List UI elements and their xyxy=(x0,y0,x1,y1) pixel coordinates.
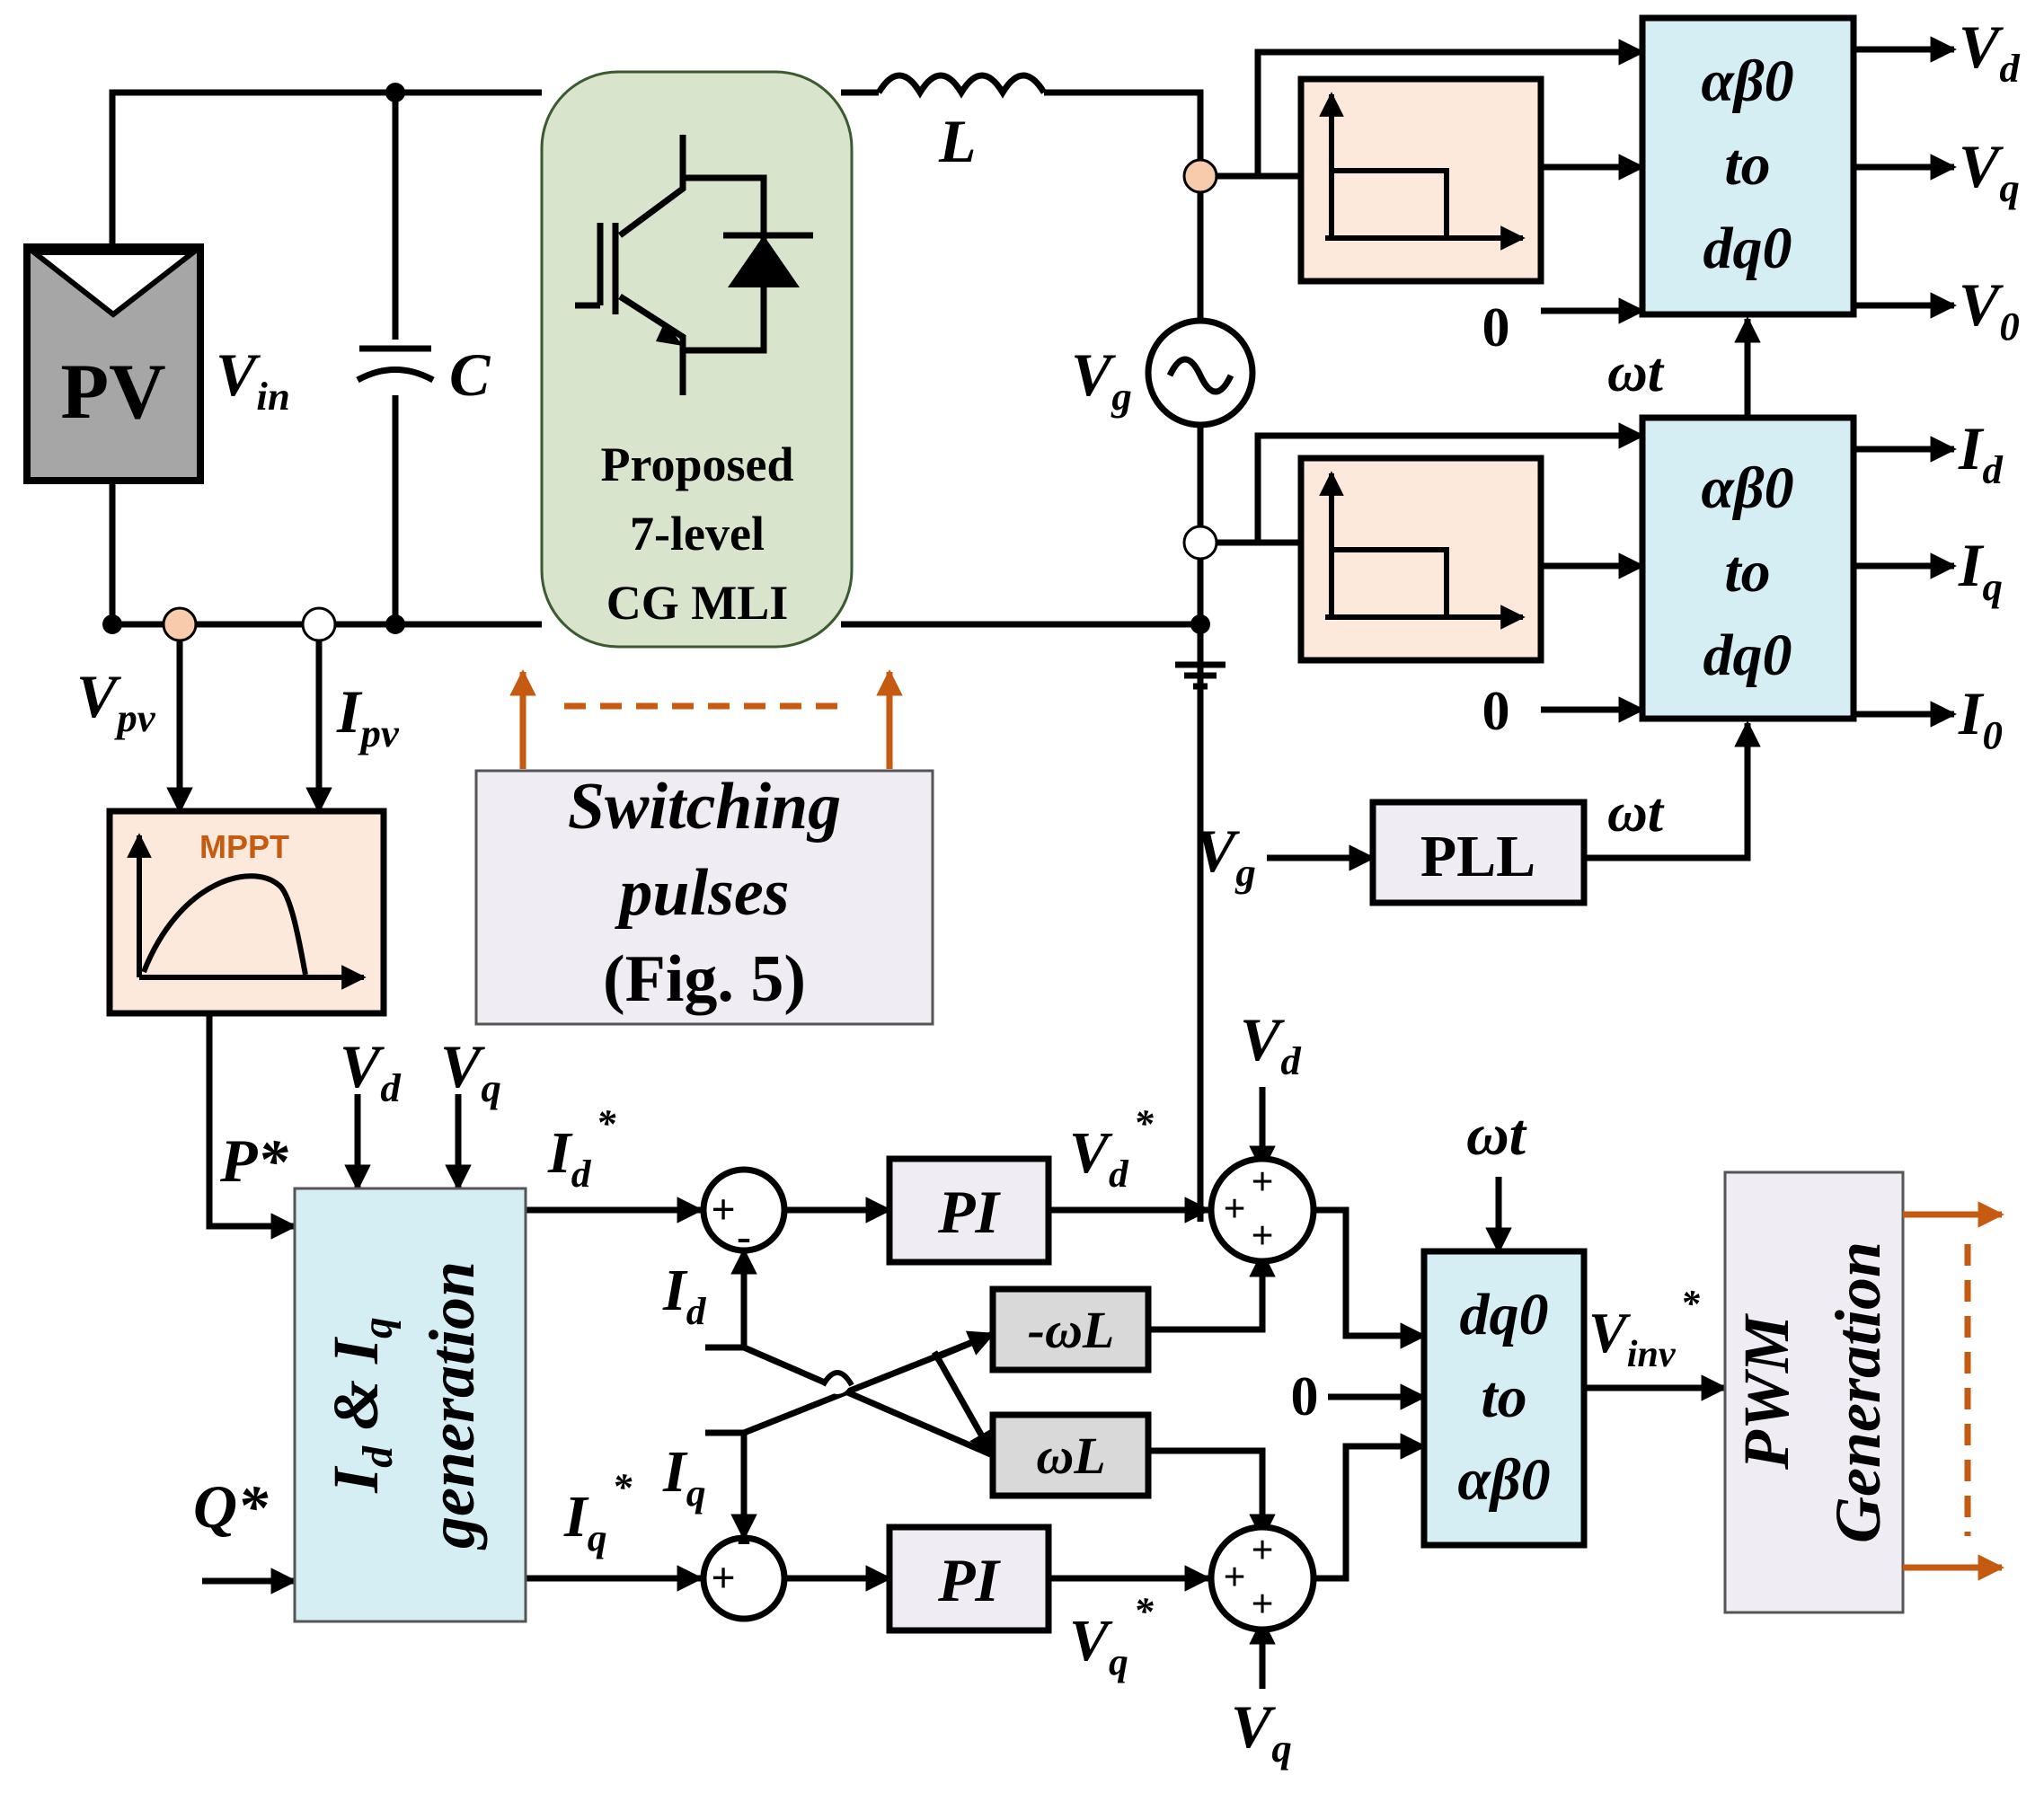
current-reference-generator xyxy=(293,1187,527,1623)
lower-transform-line-1: αβ0 xyxy=(1701,455,1793,521)
pwm-line-2: Generation xyxy=(1822,1241,1894,1543)
svg-text:-: - xyxy=(737,1515,751,1562)
inductor-label: L xyxy=(938,107,977,175)
svg-text:+: + xyxy=(711,1554,735,1602)
pi-label: PI xyxy=(937,1546,1002,1614)
gen-vd-label: Vd xyxy=(340,1032,401,1110)
svg-text:-: - xyxy=(737,1213,751,1260)
vd-star-label: Vd* xyxy=(1069,1102,1154,1196)
wl-label: ωL xyxy=(1036,1427,1105,1485)
v0-output: V0 xyxy=(1959,270,2020,349)
p-star-label: P* xyxy=(219,1126,289,1195)
capacitor-label: C xyxy=(449,340,491,409)
neg-wl-block xyxy=(989,1285,1152,1374)
mppt-label: MPPT xyxy=(199,828,289,865)
iq-output: Iq xyxy=(1958,531,2003,609)
svg-text:+: + xyxy=(1251,1214,1273,1258)
iq-feedback-label: Iq xyxy=(662,1439,705,1515)
ff-vd-label: Vd xyxy=(1240,1005,1301,1083)
switching-line-1: Switching xyxy=(568,770,841,844)
svg-text:+: + xyxy=(1251,1528,1273,1572)
pv-label: PV xyxy=(60,349,165,436)
pll-label: PLL xyxy=(1420,824,1535,889)
measure-node xyxy=(1182,525,1218,561)
inverter-block xyxy=(540,70,854,649)
q-star-label: Q* xyxy=(193,1472,269,1541)
wl-block xyxy=(989,1411,1152,1499)
current-error-summer-d xyxy=(700,1166,788,1254)
current-error-summer-q xyxy=(700,1534,788,1622)
id-feedback-label: Id xyxy=(662,1258,707,1333)
vd-output: Vd xyxy=(1959,13,2020,91)
vq-output: Vq xyxy=(1959,132,2020,210)
sample-hold-block xyxy=(1297,455,1544,664)
abc-to-dq0-current-block xyxy=(1639,414,1857,722)
lower-transform-line-3: dq0 xyxy=(1703,623,1792,688)
dq-line-3: αβ0 xyxy=(1457,1447,1550,1513)
sample-hold-block xyxy=(1297,75,1544,285)
switching-pulses-box xyxy=(474,769,934,1026)
measure-node xyxy=(1182,158,1218,194)
svg-text:+: + xyxy=(1223,1555,1245,1599)
vq-star-label: Vq* xyxy=(1069,1590,1154,1683)
id-star-label: Id* xyxy=(547,1102,615,1196)
ipv-label: Ipv xyxy=(336,677,400,755)
pwm-generation-block xyxy=(1723,1170,1905,1614)
measure-node xyxy=(301,606,337,642)
dq-line-2: to xyxy=(1481,1365,1526,1430)
generator-line-2: generation xyxy=(416,1261,488,1550)
neg-wl-label: -ωL xyxy=(1028,1301,1115,1359)
node-dot xyxy=(1190,614,1210,634)
wt-label: ωt xyxy=(1607,342,1665,403)
pi-controller-q xyxy=(886,1524,1052,1634)
ff-vq-label: Vq xyxy=(1231,1692,1292,1771)
dq-wt-label: ωt xyxy=(1466,1102,1527,1168)
pwm-line-1: PWM xyxy=(1730,1312,1802,1471)
dq-line-1: dq0 xyxy=(1460,1282,1549,1347)
wt-label: ωt xyxy=(1607,782,1665,844)
abc-to-dq0-voltage-block xyxy=(1639,14,1857,318)
solar-panel-icon xyxy=(23,243,204,484)
vinv-label: Vinv* xyxy=(1588,1283,1701,1375)
upper-transform-line-1: αβ0 xyxy=(1701,49,1793,114)
gen-vq-label: Vq xyxy=(440,1032,501,1110)
node-dot xyxy=(102,614,122,634)
pi-controller-d xyxy=(886,1155,1052,1266)
inverter-line-3: CG MLI xyxy=(606,576,789,630)
dq0-to-ab0-block xyxy=(1420,1248,1588,1549)
id-output: Id xyxy=(1958,414,2003,492)
node-dot xyxy=(385,614,405,634)
svg-text:+: + xyxy=(1251,1160,1273,1204)
switching-line-2: pulses xyxy=(614,856,789,930)
lower-transform-line-2: to xyxy=(1724,539,1770,605)
node-dot xyxy=(385,83,405,102)
pll-vg-label: Vg xyxy=(1195,817,1256,895)
i0-output: I0 xyxy=(1958,679,2003,757)
inverter-line-1: Proposed xyxy=(600,437,793,491)
voltage-summer-q xyxy=(1208,1524,1317,1633)
voltage-summer-d xyxy=(1208,1155,1317,1265)
inverter-line-2: 7-level xyxy=(630,507,765,561)
svg-text:+: + xyxy=(1223,1187,1245,1231)
svg-text:+: + xyxy=(711,1186,735,1233)
upper-transform-line-2: to xyxy=(1724,132,1770,198)
pi-label: PI xyxy=(937,1178,1002,1246)
vg-label: Vg xyxy=(1071,340,1132,419)
generator-line-1: Id & Iq xyxy=(320,1317,402,1494)
switching-line-3: (Fig. 5) xyxy=(603,942,806,1016)
measure-node xyxy=(162,606,198,642)
pll-block xyxy=(1369,799,1588,906)
zero-input-label: 0 xyxy=(1482,681,1510,742)
dq-zero-label: 0 xyxy=(1291,1366,1319,1427)
vin-label: Vin xyxy=(216,340,290,419)
svg-text:+: + xyxy=(1251,1582,1273,1626)
upper-transform-line-3: dq0 xyxy=(1703,216,1792,281)
vpv-label: Vpv xyxy=(76,662,156,740)
iq-star-label: Iq* xyxy=(563,1466,632,1559)
zero-input-label: 0 xyxy=(1482,297,1510,358)
